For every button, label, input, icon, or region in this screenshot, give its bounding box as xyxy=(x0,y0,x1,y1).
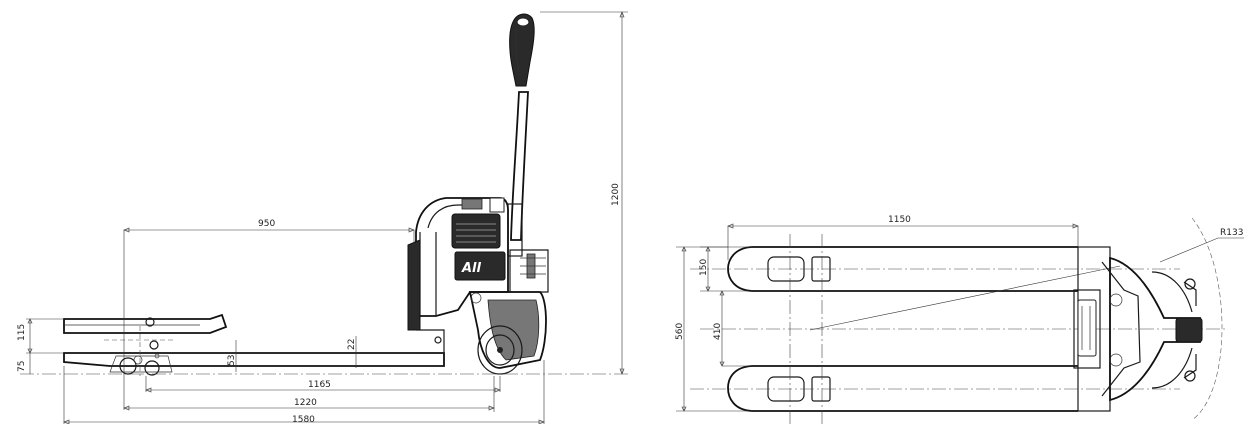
dim-1200: 1200 xyxy=(611,183,621,206)
brand-logo: All xyxy=(461,261,482,276)
dim-115: 115 xyxy=(17,324,27,341)
dim-950: 950 xyxy=(258,219,275,229)
dim-150: 150 xyxy=(699,259,709,276)
chassis-top xyxy=(1073,217,1223,421)
top-view: 1150 150 410 560 R133 xyxy=(675,215,1244,424)
dim-22: 22 xyxy=(347,339,357,350)
forks-side xyxy=(20,313,630,376)
tiller-handle xyxy=(509,13,535,241)
dim-560: 560 xyxy=(675,323,685,340)
dim-1165: 1165 xyxy=(308,380,331,390)
top-dimensions: 1150 150 410 560 R133 xyxy=(675,215,1244,412)
dim-1150: 1150 xyxy=(888,215,911,225)
dim-1220: 1220 xyxy=(294,398,317,408)
dim-75: 75 xyxy=(17,361,27,372)
side-dimensions: 950 1200 115 75 53 22 1165 1220 xyxy=(17,11,628,424)
dim-53: 53 xyxy=(227,355,237,366)
dim-410: 410 xyxy=(713,323,723,340)
dim-1580: 1580 xyxy=(292,415,315,424)
forks-top xyxy=(690,234,1225,424)
drive-wheel-assembly xyxy=(468,291,547,375)
steering-column xyxy=(507,203,549,293)
dim-r133: R133 xyxy=(1220,228,1243,238)
side-view: All xyxy=(17,11,630,424)
